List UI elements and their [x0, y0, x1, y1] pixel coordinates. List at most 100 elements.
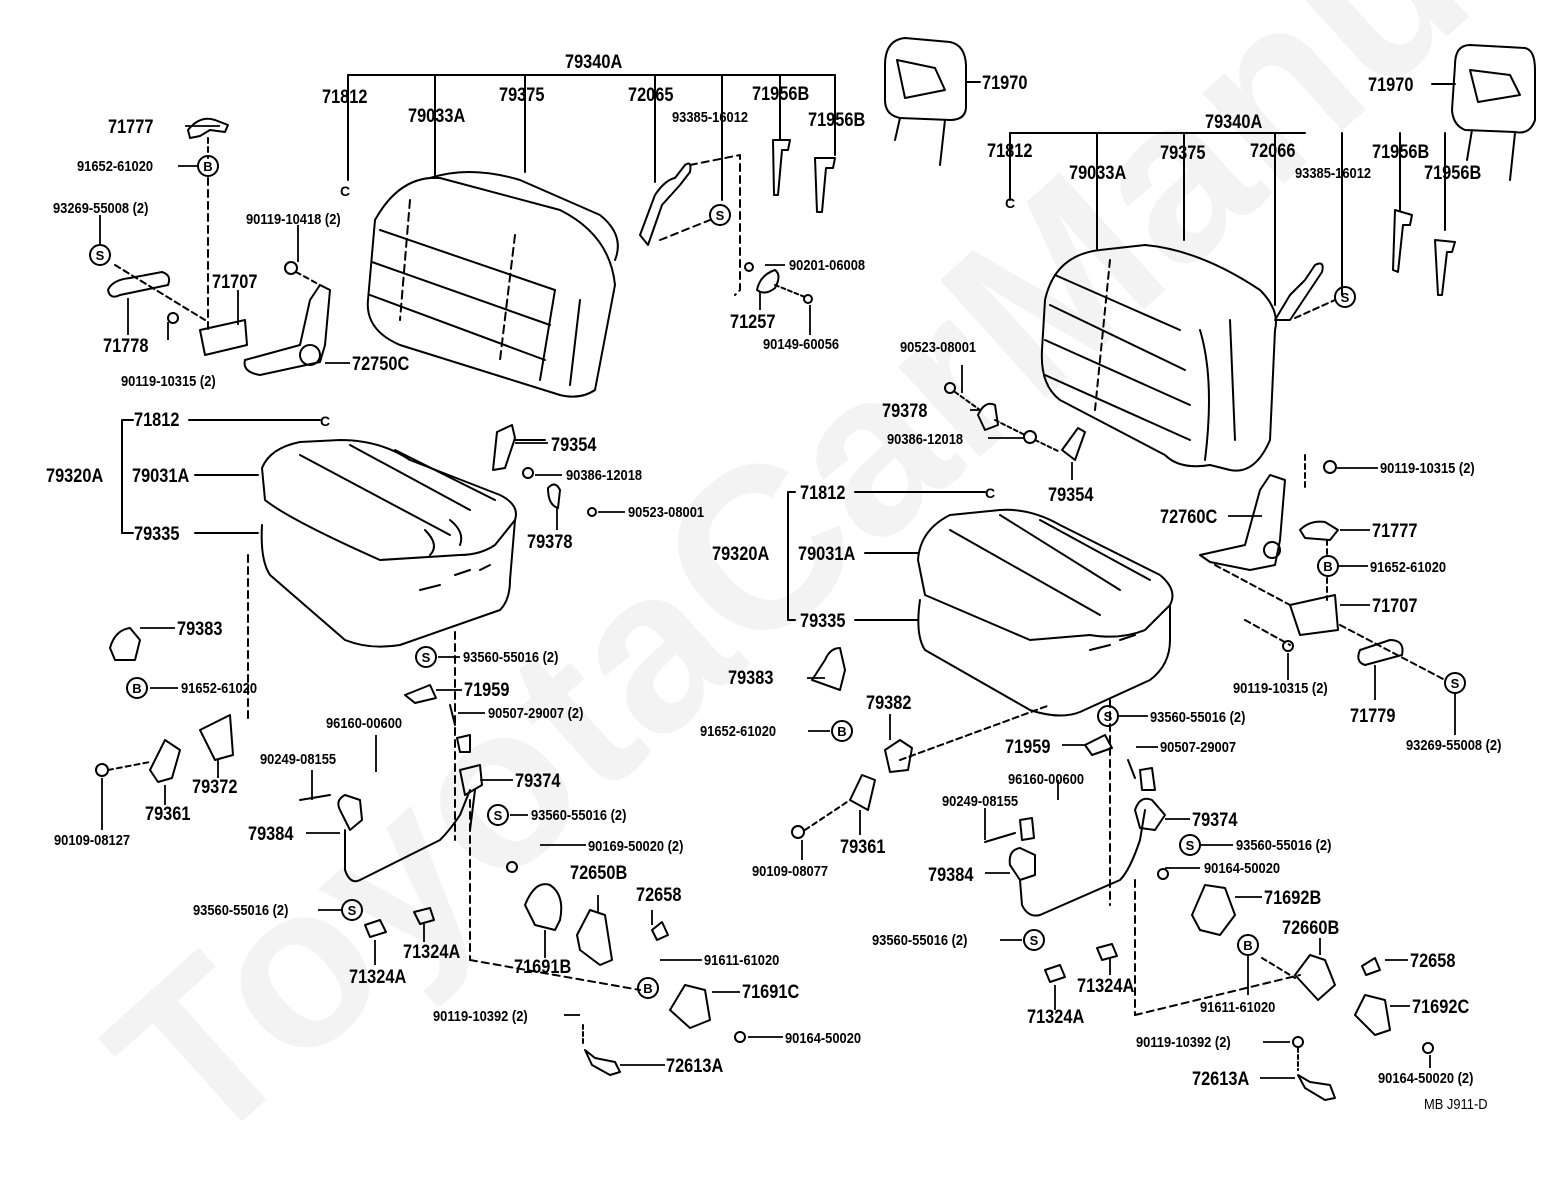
symbol-s: S — [1030, 933, 1039, 948]
label-90119-10392: 90119-10392 (2) — [433, 1008, 528, 1025]
label-96160-00600-r: 96160-00600 — [1008, 771, 1085, 788]
right-part-79383 — [811, 647, 846, 691]
symbol-b: B — [1243, 938, 1252, 953]
label-71959-r: 71959 — [1005, 737, 1051, 758]
left-guide-1 — [772, 139, 791, 196]
label-90507-29007-r: 90507-29007 — [1160, 739, 1237, 756]
label-91652-61020-b: 91652-61020 — [181, 680, 258, 697]
left-part-71691C — [669, 984, 711, 1029]
label-left-back-part: 79033A — [408, 106, 466, 127]
label-right-back-part: 71956B — [1424, 163, 1482, 184]
label-90119-10315: 90119-10315 (2) — [121, 373, 216, 390]
right-part-71707 — [1289, 594, 1339, 636]
label-79361: 79361 — [145, 804, 191, 825]
label-71707-r: 71707 — [1372, 596, 1418, 617]
label-72650B: 72650B — [570, 863, 628, 884]
label-96160-00600: 96160-00600 — [326, 715, 403, 732]
symbol-b: B — [1323, 559, 1332, 574]
label-90249-08155: 90249-08155 — [260, 751, 337, 768]
label-71777-r: 71777 — [1372, 521, 1418, 542]
label-71691C: 71691C — [742, 982, 800, 1003]
left-part-71778 — [107, 271, 171, 298]
label-right-back-part: 93385-16012 — [1295, 165, 1372, 182]
label-left-back-part: 93385-16012 — [672, 109, 749, 126]
symbol-s: S — [422, 650, 431, 665]
left-seat-back — [366, 171, 619, 398]
label-72658-r: 72658 — [1410, 951, 1456, 972]
right-part-72760C — [1199, 474, 1286, 571]
label-cushion-group-right: 79320A — [712, 544, 770, 565]
symbol-b: B — [643, 981, 652, 996]
label-79383-r: 79383 — [728, 668, 774, 689]
left-part-71691B — [524, 883, 563, 931]
right-part-79382 — [884, 739, 913, 773]
label-71707: 71707 — [212, 272, 258, 293]
label-71324A: 71324A — [403, 942, 461, 963]
symbol-s: S — [1104, 709, 1113, 724]
right-part-71779 — [1357, 639, 1404, 666]
label-79354-r: 79354 — [1048, 485, 1094, 506]
label-79372: 79372 — [192, 777, 238, 798]
label-90523-08001-r: 90523-08001 — [900, 339, 977, 356]
label-headrest-group-left: 79340A — [565, 52, 623, 73]
label-90386-12018: 90386-12018 — [566, 467, 643, 484]
symbol-s: S — [1186, 838, 1195, 853]
left-part-79354 — [492, 424, 516, 471]
right-part-72658 — [1361, 957, 1381, 976]
label-79378: 79378 — [527, 532, 573, 553]
label-72660B: 72660B — [1282, 918, 1340, 939]
symbol-b: B — [837, 724, 846, 739]
label-left-back-part: 71956B — [752, 84, 810, 105]
left-seat-rail — [299, 734, 483, 961]
label-93269-55008-r: 93269-55008 (2) — [1406, 737, 1502, 754]
label-71777: 71777 — [108, 117, 154, 138]
label-72658: 72658 — [636, 885, 682, 906]
left-guide-2 — [814, 157, 836, 213]
label-91611-61020: 91611-61020 — [704, 952, 780, 969]
left-part-72750C — [243, 284, 331, 376]
right-seat-cushion — [917, 508, 1174, 906]
left-back-leader-tree — [347, 74, 836, 201]
right-part-71692C — [1354, 994, 1391, 1036]
label-93560-55016-b: 93560-55016 (2) — [531, 807, 627, 824]
left-part-71777 — [187, 117, 229, 139]
label-90149-60056: 90149-60056 — [763, 336, 840, 353]
label-right-cushion-part: 79031A — [798, 544, 856, 565]
clip-c: C — [985, 485, 995, 501]
label-headrest-71970-b: 71970 — [1368, 75, 1414, 96]
label-90507-29007: 90507-29007 (2) — [488, 705, 584, 722]
label-90386-12018-r: 90386-12018 — [887, 431, 964, 448]
label-93560-55016: 93560-55016 (2) — [463, 649, 559, 666]
label-71691B: 71691B — [514, 957, 572, 978]
symbol-s: S — [348, 903, 357, 918]
label-headrest-71970-a: 71970 — [982, 73, 1028, 94]
symbol-b: B — [132, 681, 141, 696]
label-right-back-part: 79033A — [1069, 163, 1127, 184]
label-left-back-part: 79375 — [499, 85, 545, 106]
label-90249-08155-r: 90249-08155 — [942, 793, 1019, 810]
label-90119-10315-r2: 90119-10315 (2) — [1233, 680, 1328, 697]
label-90169-50020: 90169-50020 (2) — [588, 838, 684, 855]
label-90164-50020-r: 90164-50020 — [1204, 860, 1281, 877]
label-90523-08001: 90523-08001 — [628, 504, 705, 521]
clip-c: C — [1005, 195, 1015, 211]
label-91652-61020-r: 91652-61020 — [1370, 559, 1447, 576]
label-72613A: 72613A — [666, 1056, 724, 1077]
label-93269-55008: 93269-55008 (2) — [53, 200, 149, 217]
left-part-79361 — [149, 739, 181, 783]
right-part-71692B — [1191, 884, 1236, 936]
label-79361-r: 79361 — [840, 837, 886, 858]
left-part-79372 — [199, 714, 234, 761]
label-71779: 71779 — [1350, 706, 1396, 727]
right-pad-1 — [1044, 964, 1066, 983]
label-71257: 71257 — [730, 312, 776, 333]
label-90201-06008: 90201-06008 — [789, 257, 866, 274]
symbol-b: B — [203, 159, 212, 174]
symbol-s: S — [716, 208, 725, 223]
label-79384: 79384 — [248, 824, 294, 845]
label-93560-55016-r: 93560-55016 (2) — [1150, 709, 1246, 726]
label-90119-10392-r: 90119-10392 (2) — [1136, 1034, 1231, 1051]
label-right-back-part: 71812 — [987, 141, 1033, 162]
label-93560-55016-c: 93560-55016 (2) — [193, 902, 289, 919]
right-part-72660B — [1294, 954, 1336, 1001]
